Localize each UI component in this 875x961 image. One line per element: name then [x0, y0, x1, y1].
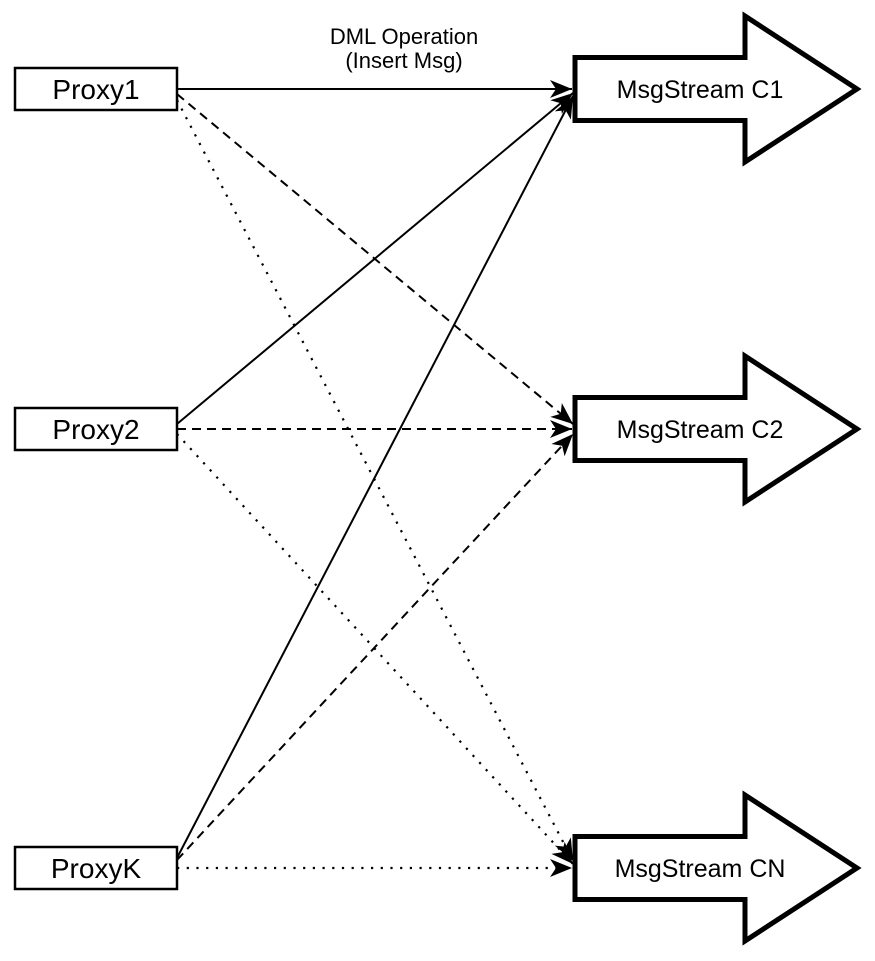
stream-arrow-cn-label: MsgStream CN — [615, 855, 786, 883]
edge-proxyk-c1 — [176, 95, 574, 859]
proxy-node-2-box — [13, 406, 179, 452]
stream-arrow-c2-label: MsgStream C2 — [617, 416, 784, 444]
stream-arrow-c1: MsgStream C1 — [572, 11, 862, 167]
stream-arrow-c2: MsgStream C2 — [572, 351, 862, 507]
stream-arrow-c1-label: MsgStream C1 — [617, 76, 784, 104]
proxy-node-2-label: Proxy2 — [52, 414, 139, 445]
stream-arrow-c1-shape — [572, 11, 862, 167]
dml-annotation-line1: DML Operation — [330, 24, 478, 49]
dml-annotation: DML Operation (Insert Msg) — [330, 24, 478, 73]
proxy-node-2: Proxy2 — [13, 406, 179, 452]
edges — [176, 80, 574, 877]
edge-proxy1-c2 — [176, 93, 574, 425]
dml-annotation-line2: (Insert Msg) — [345, 48, 462, 73]
stream-arrow-c2-shape — [572, 351, 862, 507]
edge-proxy2-cn — [176, 433, 574, 865]
proxy-node-k-box — [13, 845, 179, 891]
edge-proxyk-c2 — [176, 433, 574, 861]
stream-arrow-cn-shape — [572, 790, 862, 946]
proxy-node-k-label: ProxyK — [51, 853, 142, 884]
edge-proxy1-cn — [176, 99, 574, 862]
stream-arrow-cn: MsgStream CN — [572, 790, 862, 946]
proxy-node-k: ProxyK — [13, 845, 179, 891]
proxy-node-1: Proxy1 — [13, 66, 179, 112]
proxy-node-1-box — [13, 66, 179, 112]
proxy-node-1-label: Proxy1 — [52, 74, 139, 105]
